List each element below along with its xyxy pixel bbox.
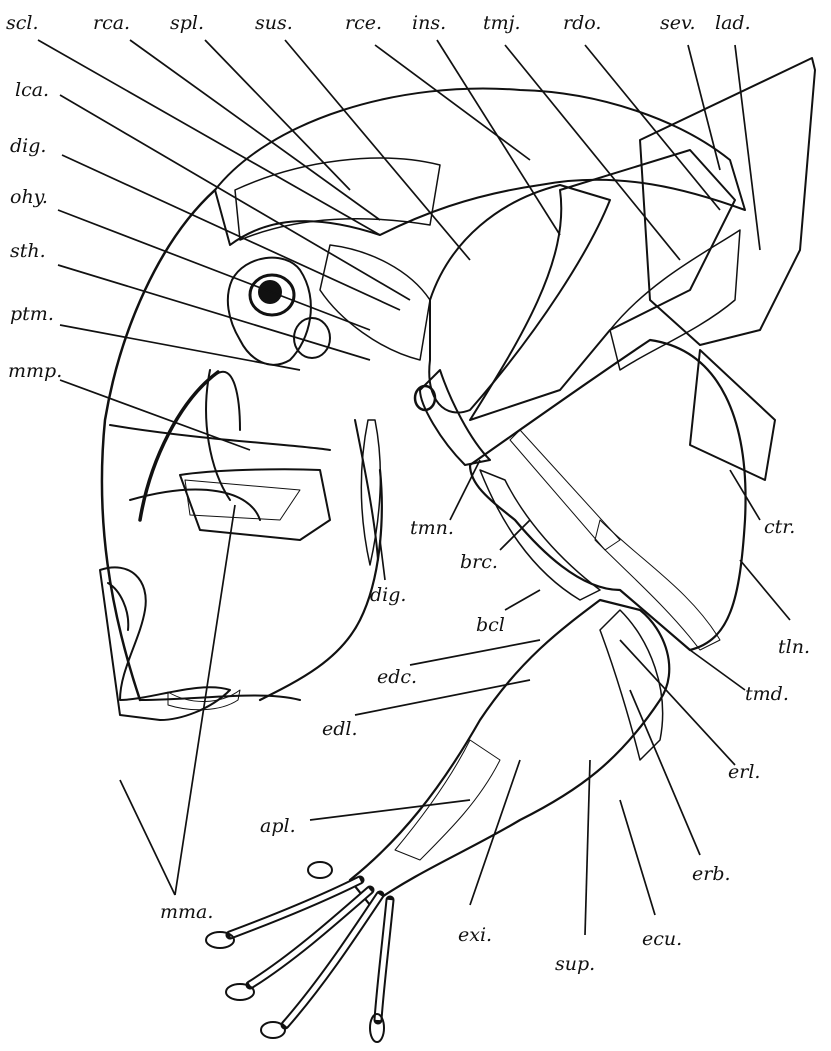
label-rca: rca. — [93, 12, 130, 34]
upper-arm-muscles — [470, 340, 746, 650]
label-sev: sev. — [660, 12, 696, 34]
label-dig-lower: dig. — [370, 584, 406, 606]
label-bcl: bcl — [476, 614, 505, 636]
label-sus: sus. — [255, 12, 293, 34]
shoulder-muscles — [415, 150, 740, 465]
label-erl: erl. — [728, 761, 760, 783]
label-lad: lad. — [715, 12, 751, 34]
label-tmd: tmd. — [745, 683, 789, 705]
label-tmn: tmn. — [410, 517, 454, 539]
label-dig-upper: dig. — [10, 135, 46, 157]
eye — [228, 258, 330, 365]
label-mmp: mmp. — [8, 360, 62, 382]
hand-claws — [206, 862, 390, 1042]
leader-lines — [38, 40, 790, 935]
label-ptm: ptm. — [10, 303, 54, 325]
label-erb: erb. — [692, 863, 731, 885]
label-ohy: ohy. — [10, 186, 48, 208]
label-lca: lca. — [15, 79, 49, 101]
label-mma: mma. — [160, 901, 213, 923]
label-apl: apl. — [260, 815, 296, 837]
label-tmj: tmj. — [483, 12, 521, 34]
label-sth: sth. — [10, 240, 46, 262]
label-exi: exi. — [458, 924, 492, 946]
label-rce: rce. — [345, 12, 382, 34]
label-tln: tln. — [778, 636, 810, 658]
label-edc: edc. — [377, 666, 417, 688]
label-spl: spl. — [170, 12, 204, 34]
label-brc: brc. — [460, 551, 498, 573]
label-edl: edl. — [322, 718, 358, 740]
label-scl: scl. — [6, 12, 39, 34]
label-ins: ins. — [412, 12, 446, 34]
label-ecu: ecu. — [642, 928, 682, 950]
head-muscles — [215, 88, 745, 360]
label-ctr: ctr. — [764, 516, 795, 538]
label-sup: sup. — [555, 953, 595, 975]
label-rdo: rdo. — [563, 12, 601, 34]
